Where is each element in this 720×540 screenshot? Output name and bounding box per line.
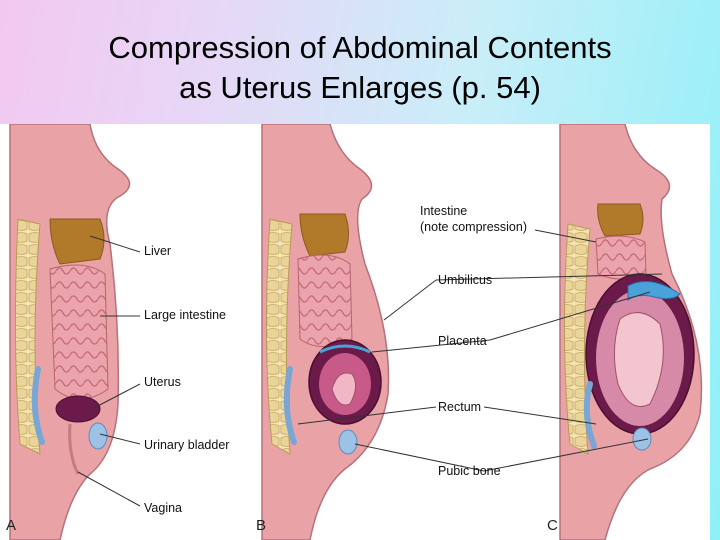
title-line-1: Compression of Abdominal Contents xyxy=(108,30,612,65)
label-intestine: Intestine xyxy=(420,204,468,218)
panel-label-a: A xyxy=(6,517,17,534)
panel-label-b: B xyxy=(256,517,267,534)
title-line-2: as Uterus Enlarges (p. 54) xyxy=(179,70,541,105)
label-liver: Liver xyxy=(144,244,172,258)
panel-label-c: C xyxy=(547,517,558,534)
label-rectum: Rectum xyxy=(438,400,482,414)
label-large-intestine: Large intestine xyxy=(144,308,227,322)
label-vagina: Vagina xyxy=(144,501,182,515)
panel-a-body xyxy=(9,124,131,540)
slide-title: Compression of Abdominal Contents as Ute… xyxy=(0,28,720,108)
label-pubic-bone: Pubic bone xyxy=(438,464,501,478)
leader-lines xyxy=(77,229,663,507)
label-uterus: Uterus xyxy=(144,375,181,389)
label-urinary-bladder: Urinary bladder xyxy=(144,438,230,452)
leader-lines-b xyxy=(297,406,437,425)
label-umbilicus: Umbilicus xyxy=(438,273,493,287)
label-intestine-note: (note compression) xyxy=(420,220,527,234)
label-placenta: Placenta xyxy=(438,334,487,348)
anatomy-figure: Liver Large intestine Uterus Urinary bla… xyxy=(0,124,710,540)
panel-c-body xyxy=(559,124,703,540)
anatomy-illustration xyxy=(9,124,703,540)
panel-b-body xyxy=(261,124,390,540)
